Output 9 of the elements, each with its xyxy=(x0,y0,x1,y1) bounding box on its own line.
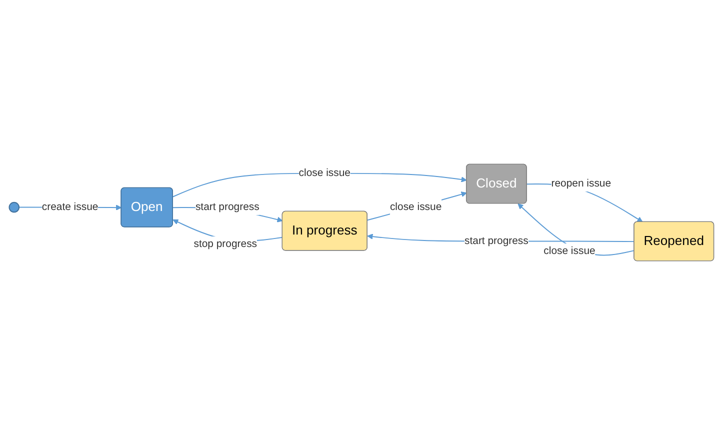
edge-label: close issue xyxy=(390,201,442,212)
edge-label: start progress xyxy=(195,201,260,212)
node-circle xyxy=(8,202,20,213)
edge-label: reopen issue xyxy=(551,178,612,189)
edge-label: close issue xyxy=(298,167,350,179)
edge-label: create issue xyxy=(42,201,98,212)
edge-label: close issue xyxy=(544,245,596,257)
edge-label: stop progress xyxy=(194,238,258,250)
edge-label: start progress xyxy=(464,235,528,246)
